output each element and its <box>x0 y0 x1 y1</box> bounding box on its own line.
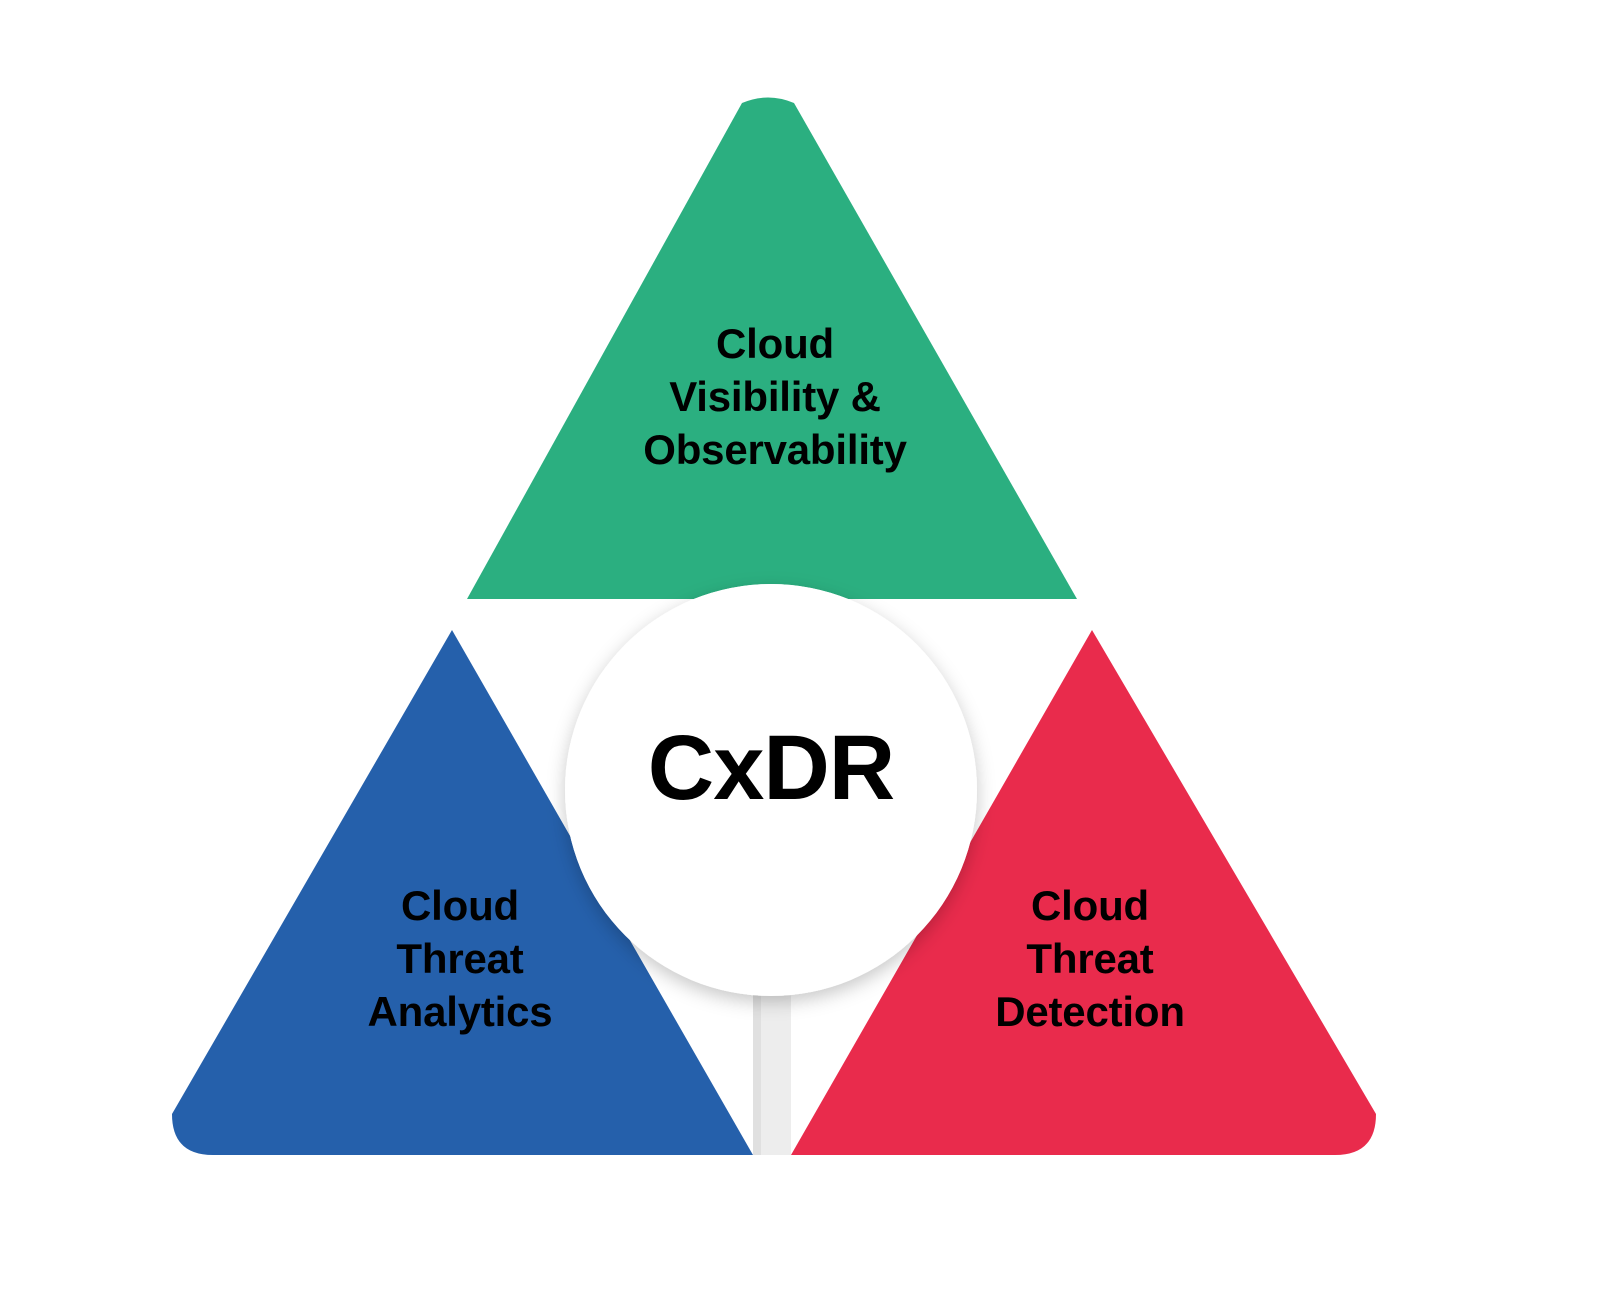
segment-left-shape[interactable] <box>172 630 753 1155</box>
center-circle[interactable] <box>565 584 977 996</box>
center-label: CxDR <box>647 717 895 819</box>
segment-top-shape[interactable] <box>467 97 1077 600</box>
segment-label-left: Cloud Threat Analytics <box>367 882 553 1035</box>
segment-right-shape[interactable] <box>791 630 1376 1155</box>
center-gap-shadow-edge <box>753 960 761 1155</box>
segment-label-right: Cloud Threat Detection <box>995 882 1185 1035</box>
segment-label-top: Cloud Visibility & Observability <box>643 320 907 473</box>
